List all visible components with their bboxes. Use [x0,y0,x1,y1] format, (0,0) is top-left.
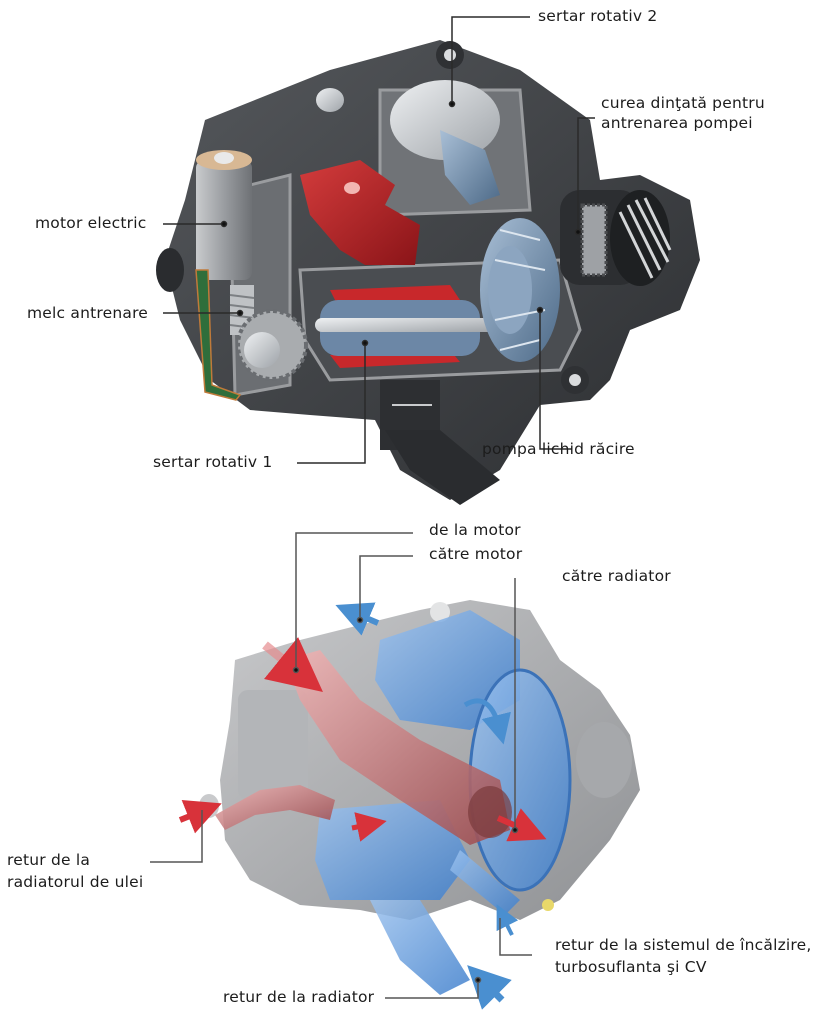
leader-rotary-slide-1 [297,345,366,464]
label-toothed-belt-line1: curea dinţată pentru [601,94,765,112]
label-toothed-belt-line2: antrenarea pompei [601,114,753,132]
leader-heating-return [499,918,532,956]
leader-coolant-pump [539,312,572,450]
label-coolant-pump: pompa lichid răcire [482,440,635,458]
label-oil-cooler-return-line1: retur de la [7,851,91,869]
worm-drive-part [195,269,308,401]
leader-from-engine [295,532,413,668]
leader-radiator-return [385,982,479,999]
label-heating-return-line2: turbosuflanta şi CV [555,958,707,976]
bottom-leader-lines [150,532,532,999]
arrow-inner-blue [463,698,511,745]
arrow-to-radiator [496,808,547,842]
leader-toothed-belt [577,117,595,230]
leader-oil-cooler-return [150,810,203,863]
label-worm-drive: melc antrenare [27,304,149,322]
label-to-radiator: către radiator [562,567,671,585]
label-rotary-slide-1: sertar rotativ 1 [153,453,273,471]
label-rotary-slide-2: sertar rotativ 2 [538,7,658,25]
leader-rotary-slide-2 [451,16,530,102]
label-electric-motor: motor electric [35,214,147,232]
toothed-belt-part [560,190,672,286]
label-to-engine: către motor [429,545,523,563]
leader-to-engine [359,555,413,618]
flow-hot-circuit [215,650,512,845]
arrow-heating-return [496,904,519,936]
label-radiator-return: retur de la radiator [223,988,375,1006]
coolant-pump-part [480,218,560,362]
arrow-to-engine [335,602,380,636]
electric-motor-part [196,150,252,280]
label-from-engine: de la motor [429,521,521,539]
rotary-slide-2-part [390,80,500,205]
arrow-oil-cooler-return [178,799,222,834]
arrow-radiator-return [467,965,512,1010]
top-leader-lines [163,16,595,464]
label-heating-return-line1: retur de la sistemul de încălzire, [555,936,812,954]
rotary-slide-1-part [315,300,500,505]
label-oil-cooler-return-line2: radiatorul de ulei [7,873,144,891]
arrow-inner-red [351,812,387,842]
